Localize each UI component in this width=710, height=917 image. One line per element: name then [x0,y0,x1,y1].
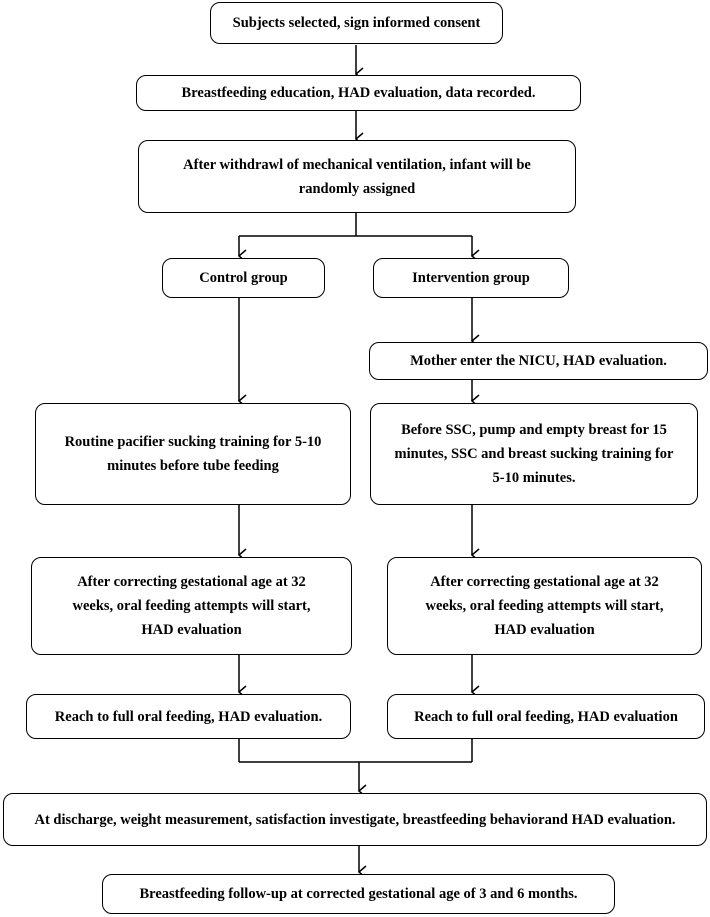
consent-text: Subjects selected, sign informed consent [232,15,481,31]
intervention-training-box: Before SSC, pump and empty breast for 15… [370,403,698,505]
mother-enter-text: Mother enter the NICU, HAD evaluation. [410,353,667,369]
intervention-full-oral-box: Reach to full oral feeding, HAD evaluati… [387,694,705,739]
control-training-box: Routine pacifier sucking training for 5-… [35,403,351,505]
mother-enter-box: Mother enter the NICU, HAD evaluation. [369,342,708,380]
discharge-box: At discharge, weight measurement, satisf… [3,793,707,846]
randomized-text: After withdrawl of mechanical ventilatio… [183,156,531,197]
follow-up-text: Breastfeeding follow-up at corrected ges… [139,886,578,902]
consent-box: Subjects selected, sign informed consent [210,2,503,44]
control-group-text: Control group [199,270,288,286]
education-box: Breastfeeding education, HAD evaluation,… [136,75,581,111]
control-full-oral-text: Reach to full oral feeding, HAD evaluati… [54,708,323,725]
intervention-oral-start-box: After correcting gestational age at 32 w… [387,557,702,655]
control-group-box: Control group [162,258,325,298]
control-oral-start-text: After correcting gestational age at 32 w… [72,574,311,638]
control-training-text: Routine pacifier sucking training for 5-… [64,434,322,474]
follow-up-box: Breastfeeding follow-up at corrected ges… [102,874,615,914]
intervention-full-oral-text: Reach to full oral feeding, HAD evaluati… [414,708,678,725]
intervention-oral-start-text: After correcting gestational age at 32 w… [425,574,664,638]
intervention-training-text: Before SSC, pump and empty breast for 15… [394,422,674,486]
control-oral-start-box: After correcting gestational age at 32 w… [31,557,352,655]
intervention-group-text: Intervention group [412,270,530,286]
control-full-oral-box: Reach to full oral feeding, HAD evaluati… [26,694,351,739]
discharge-text: At discharge, weight measurement, satisf… [34,811,676,828]
randomized-box: After withdrawl of mechanical ventilatio… [138,140,576,213]
education-text: Breastfeeding education, HAD evaluation,… [181,85,536,101]
intervention-group-box: Intervention group [373,258,569,298]
